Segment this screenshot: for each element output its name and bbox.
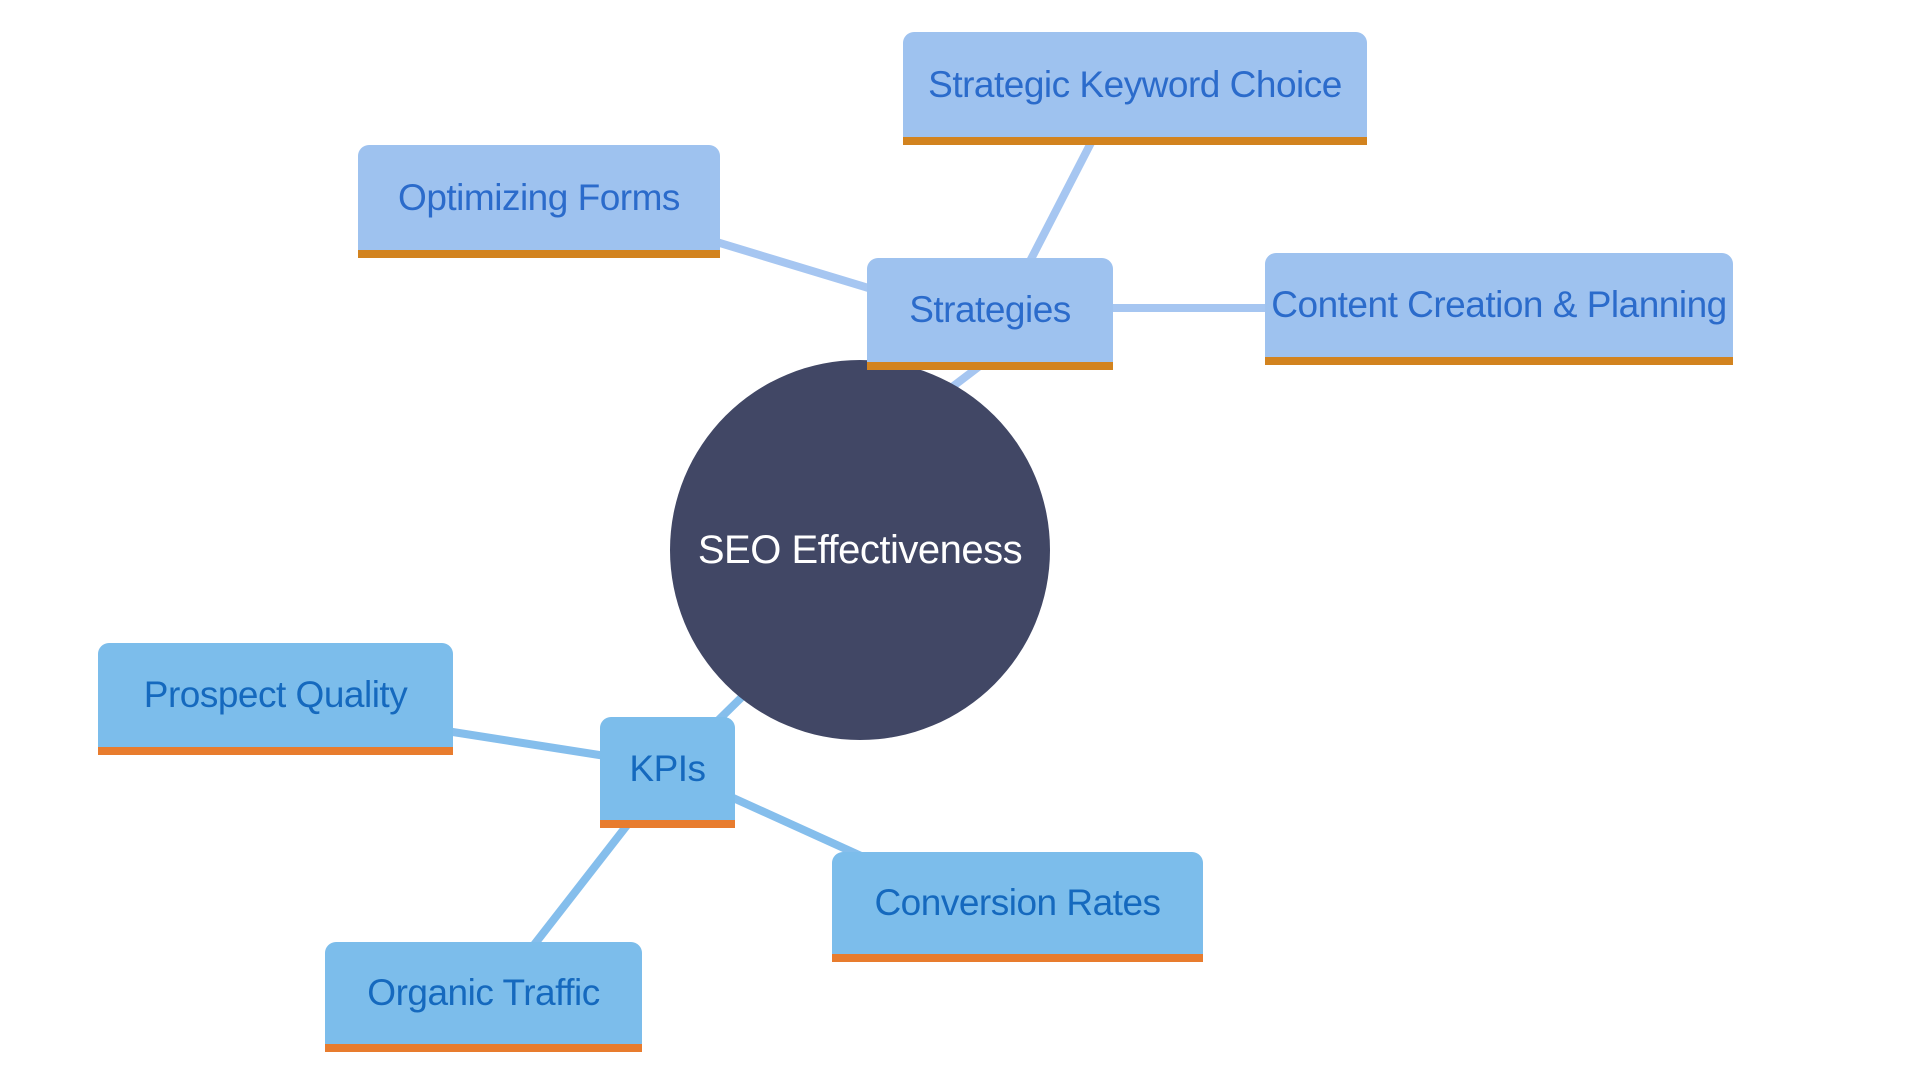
node-label-strategies: Strategies — [909, 289, 1071, 330]
node-label-optimizing-forms: Optimizing Forms — [398, 176, 680, 218]
edge-kpis-organic-traffic — [526, 812, 639, 953]
node-organic-traffic[interactable]: Organic Traffic — [325, 942, 642, 1052]
node-label-strategic-keyword-choice: Strategic Keyword Choice — [928, 63, 1342, 105]
node-label-content-creation-planning: Content Creation & Planning — [1271, 284, 1727, 325]
edge-kpis-prospect-quality — [439, 726, 613, 761]
node-content-creation-planning[interactable]: Content Creation & Planning — [1265, 253, 1733, 365]
node-optimizing-forms[interactable]: Optimizing Forms — [358, 145, 720, 258]
node-label-prospect-quality: Prospect Quality — [143, 674, 408, 715]
edge-strategies-strategic-keyword-choice — [1024, 133, 1099, 267]
edge-strategies-optimizing-forms — [698, 233, 887, 297]
node-strategic-keyword-choice[interactable]: Strategic Keyword Choice — [903, 32, 1367, 145]
root-node-label: SEO Effectiveness — [697, 527, 1023, 572]
node-prospect-quality[interactable]: Prospect Quality — [98, 643, 453, 755]
node-label-conversion-rates: Conversion Rates — [874, 882, 1161, 923]
node-strategies[interactable]: Strategies — [867, 258, 1113, 370]
root-node-seo-effectiveness[interactable]: SEO Effectiveness — [670, 360, 1050, 740]
node-conversion-rates[interactable]: Conversion Rates — [832, 852, 1203, 962]
node-kpis[interactable]: KPIs — [600, 717, 735, 828]
node-label-kpis: KPIs — [629, 747, 706, 789]
node-label-organic-traffic: Organic Traffic — [367, 972, 600, 1013]
edge-kpis-conversion-rates — [718, 788, 872, 864]
